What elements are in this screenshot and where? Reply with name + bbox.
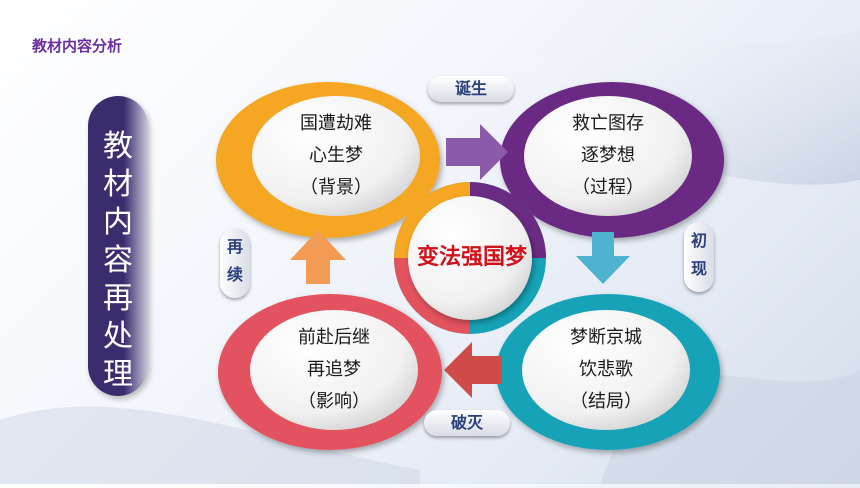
node-top-right-line2: 逐梦想 (581, 145, 635, 166)
node-bottom-right (496, 294, 720, 450)
link-label-left-text: 再续 (226, 237, 243, 284)
center-title: 变法强国梦 (416, 245, 527, 270)
node-top-right-line1: 救亡图存 (572, 113, 644, 134)
node-top-left-line3: （背景） (300, 177, 372, 198)
node-bottom-right-text: 梦断京城 饮悲歌 （结局） (536, 322, 676, 418)
side-panel-title: 教材内容再处理 (103, 129, 133, 392)
node-bottom-left-text: 前赴后继 再追梦 （影响） (264, 322, 404, 418)
node-bottom-right-line1: 梦断京城 (570, 327, 642, 348)
link-label-top: 诞生 (428, 76, 514, 102)
link-label-left: 再续 (220, 228, 250, 298)
node-top-left (216, 82, 440, 238)
node-bottom-left-line2: 再追梦 (307, 359, 361, 380)
corner-label: 教材内容分析 (32, 37, 123, 55)
node-top-left-line1: 国遭劫难 (300, 113, 372, 134)
link-label-bottom: 破灭 (424, 410, 510, 436)
center-node (394, 182, 546, 334)
side-panel (88, 96, 148, 396)
node-bottom-right-line2: 饮悲歌 (579, 359, 633, 380)
node-bottom-left-line3: （影响） (298, 391, 370, 412)
node-top-right-text: 救亡图存 逐梦想 （过程） (538, 108, 678, 204)
node-bottom-right-line3: （结局） (570, 391, 642, 412)
node-bottom-left (218, 294, 442, 450)
node-bottom-left-line1: 前赴后继 (298, 327, 370, 348)
node-top-right (500, 82, 724, 238)
arrow-up (290, 230, 346, 284)
link-label-right-text: 初现 (690, 231, 707, 278)
arrow-left (444, 342, 502, 398)
node-top-left-line2: 心生梦 (309, 145, 363, 166)
node-top-left-text: 国遭劫难 心生梦 （背景） (266, 108, 406, 204)
link-label-right: 初现 (684, 222, 714, 292)
arrow-down (576, 232, 630, 284)
arrow-right (446, 124, 508, 180)
node-top-right-line3: （过程） (572, 177, 644, 198)
